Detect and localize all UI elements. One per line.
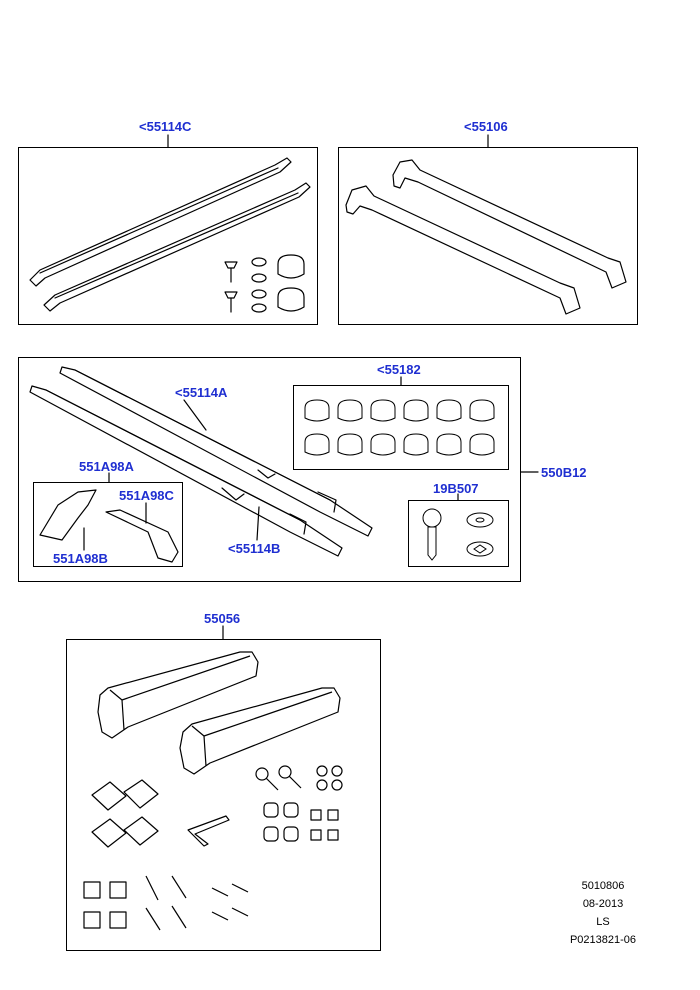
reference-line-1: 5010806 <box>581 880 625 892</box>
panel-550b12-kit <box>18 357 521 582</box>
panel-end-covers <box>33 482 183 567</box>
reference-line-3: LS <box>596 916 610 928</box>
reference-line-4: P0213821-06 <box>569 934 637 946</box>
callout-55114b: <55114B <box>228 541 281 556</box>
panel-fasteners <box>408 500 509 567</box>
callout-551a98c: 551A98C <box>119 488 174 503</box>
callout-55114a: <55114A <box>175 385 228 400</box>
callout-550b12: 550B12 <box>541 465 587 480</box>
panel-ski-carrier <box>66 639 381 951</box>
callout-55114c: <55114C <box>139 119 192 134</box>
reference-line-2: 08-2013 <box>582 898 624 910</box>
callout-551a98a: 551A98A <box>79 459 134 474</box>
callout-55106: <55106 <box>464 119 508 134</box>
callout-55056: 55056 <box>204 611 241 626</box>
callout-551a98b: 551A98B <box>53 551 108 566</box>
callout-19b507: 19B507 <box>433 481 479 496</box>
callout-55182: <55182 <box>377 362 421 377</box>
